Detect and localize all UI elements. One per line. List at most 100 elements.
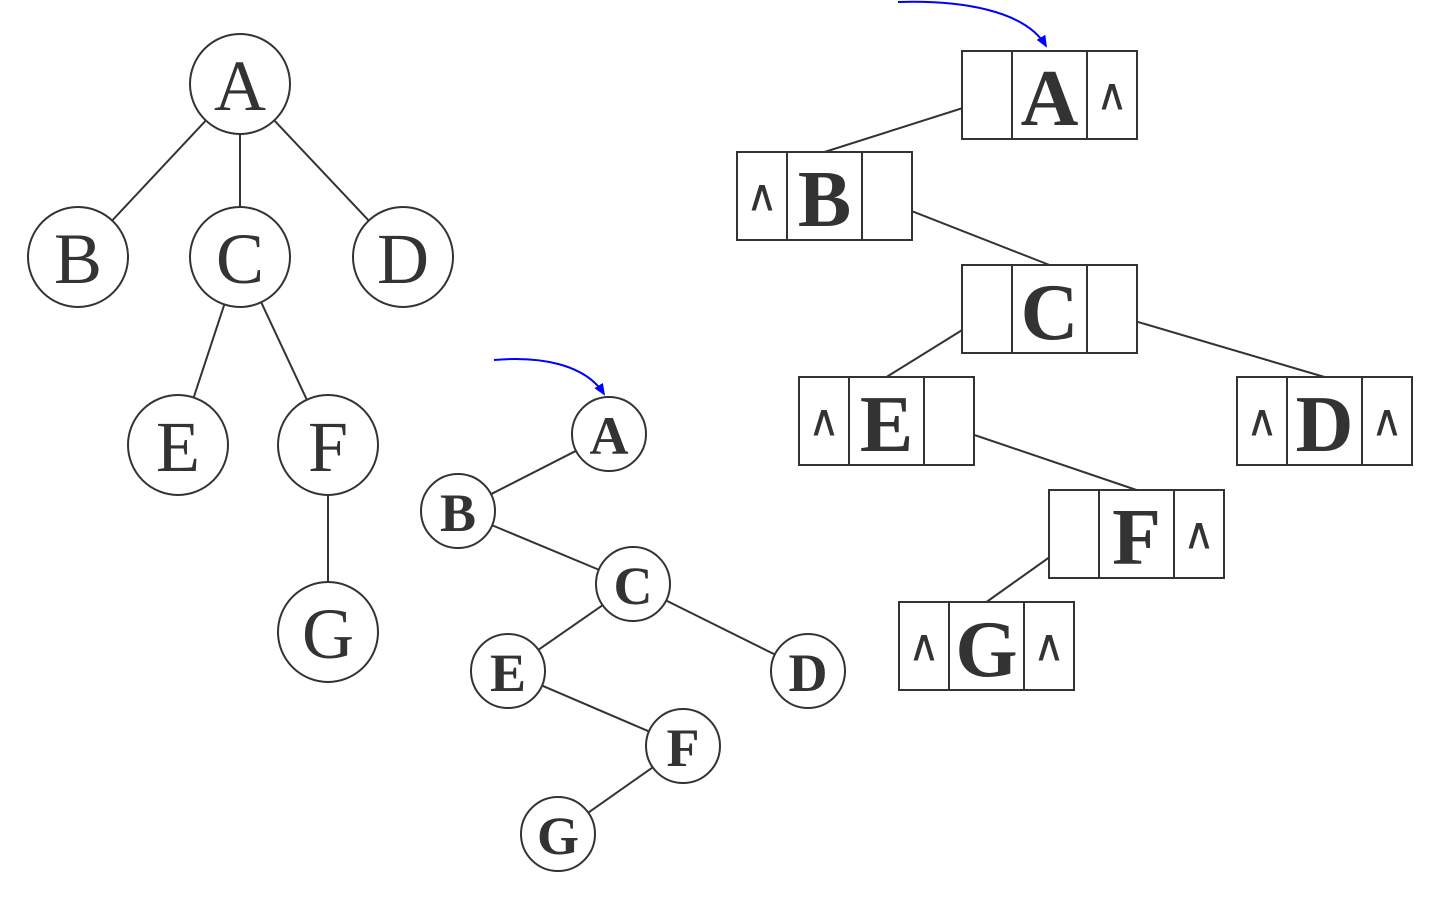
data-cell [848,376,925,466]
node-label: F [667,718,700,778]
node-label: C [1021,269,1079,357]
node-label: C [614,556,653,616]
linked-node-B: B∧ [736,151,913,244]
right-pointer-cell [1023,601,1075,691]
left-null-symbol: ∧ [808,396,840,447]
binary-linked-structure: A∧B∧CE∧D∧∧F∧G∧∧ [736,0,1413,694]
right-pointer-cell [1086,50,1138,140]
node-label: F [1112,494,1161,582]
node-label: A [590,406,629,466]
general-tree-edge-A-D [273,119,370,222]
linked-root-pointer-arrow [897,0,1048,48]
data-cell [1286,376,1363,466]
node-circle [189,33,291,135]
node-label: E [490,643,526,703]
node-circle [420,473,496,549]
binary-tree-node-A: A [571,396,647,472]
binary-tree-node-D: D [770,633,846,709]
node-circle [645,708,721,784]
binary-tree-edge-C-E [537,604,604,651]
node-label: D [377,219,429,299]
binary-tree-edge-F-G [587,766,654,814]
linked-node-E: E∧ [798,376,975,469]
node-label: A [1021,55,1079,143]
node-circle [277,581,379,683]
general-tree: A B C D E F G [27,33,454,683]
right-pointer-cell [1173,489,1225,579]
binary-tree-node-E: E [470,633,546,709]
node-label: B [54,219,102,299]
node-label: C [216,219,264,299]
right-pointer-cell [923,376,975,466]
node-circle [470,633,546,709]
right-pointer-cell [861,151,913,241]
general-tree-node-A: A [189,33,291,135]
data-cell [948,601,1025,691]
linked-node-A: A∧ [961,50,1138,143]
node-label: D [1296,381,1354,469]
node-circle [520,796,596,872]
linked-link-B-C [885,200,1050,266]
node-label: B [798,156,851,244]
data-cell [1011,50,1088,140]
binary-tree-edge-B-C [491,524,600,571]
linked-node-D: D ∧ ∧ [1236,376,1413,469]
node-circle [352,206,454,308]
left-pointer-cell [798,376,850,466]
node-circle [595,546,671,622]
binary-tree-node-F: F [645,708,721,784]
general-tree-node-B: B [27,206,129,308]
left-null-symbol: ∧ [746,171,778,222]
binary-tree-edge-E-F [541,684,650,733]
data-cell [786,151,863,241]
general-tree-edge-C-E [192,304,226,398]
general-tree-node-D: D [352,206,454,308]
node-label: E [860,381,913,469]
binary-tree-node-B: B [420,473,496,549]
node-circle [770,633,846,709]
node-label: B [440,483,476,543]
left-pointer-cell [1048,489,1100,579]
left-null-symbol: ∧ [1246,396,1278,447]
node-label: G [955,606,1017,694]
binary-tree: A B C D E F G [420,358,846,872]
node-label: D [789,643,828,703]
right-null-symbol: ∧ [1096,70,1128,121]
general-tree-node-G: G [277,581,379,683]
general-tree-node-F: F [277,394,379,496]
general-tree-node-C: C [189,206,291,308]
left-null-symbol: ∧ [908,621,940,672]
linked-link-E-F [947,425,1137,491]
binary-tree-edge-C-D [665,599,776,656]
binary-tree-root-pointer-arrow [493,358,606,396]
left-pointer-cell [1236,376,1288,466]
node-circle [27,206,129,308]
right-null-symbol: ∧ [1371,396,1403,447]
linked-link-C-D [1110,313,1325,378]
node-circle [127,394,229,496]
node-label: E [156,407,200,487]
node-label: G [302,594,354,674]
general-tree-edge-C-F [260,301,308,401]
linked-node-C: C [961,264,1138,357]
right-pointer-cell [1361,376,1413,466]
linked-link-A-B [824,99,989,153]
node-circle [277,394,379,496]
node-label: A [214,46,266,126]
left-pointer-cell [961,264,1013,354]
binary-tree-edge-A-B [490,449,577,496]
node-circle [189,206,291,308]
node-label: F [308,407,348,487]
left-pointer-cell [898,601,950,691]
linked-node-F: F∧ [1048,489,1225,582]
node-circle [571,396,647,472]
binary-tree-node-C: C [595,546,671,622]
left-pointer-cell [961,50,1013,140]
right-pointer-cell [1086,264,1138,354]
node-label: G [537,806,579,866]
general-tree-edge-A-B [111,119,207,222]
right-null-symbol: ∧ [1183,509,1215,560]
binary-tree-node-G: G [520,796,596,872]
right-null-symbol: ∧ [1033,621,1065,672]
